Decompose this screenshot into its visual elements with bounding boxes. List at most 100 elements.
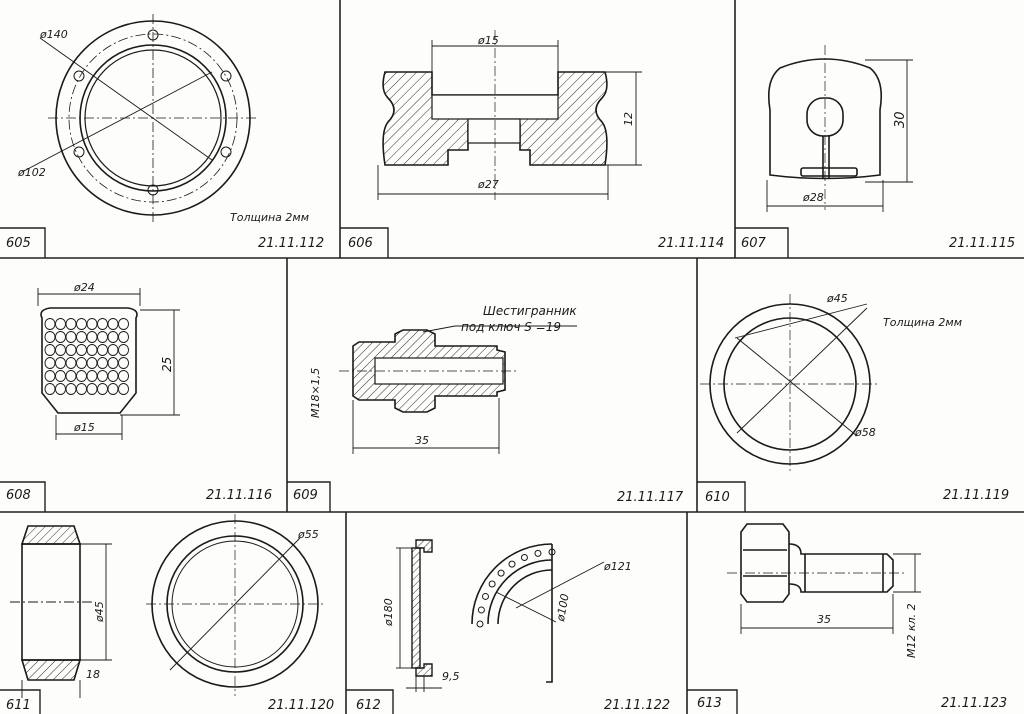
- knurl-loop: [55, 370, 66, 382]
- knurl-loop: [76, 331, 87, 343]
- knurl-loop: [44, 331, 56, 343]
- knurl-loop: [107, 318, 119, 330]
- knurl-loop: [76, 357, 87, 369]
- dim-bottom-diameter: ø15: [74, 421, 95, 434]
- dim-length: 35: [415, 434, 429, 447]
- panel-number: 613: [697, 696, 722, 711]
- knurl-loop: [55, 331, 66, 343]
- knurl-loop: [65, 344, 77, 356]
- hex-note-line1: Шестигранник: [483, 304, 577, 318]
- knurl-loop: [65, 383, 77, 395]
- mounting-hole: [548, 548, 556, 556]
- panel-number: 611: [6, 698, 31, 713]
- thickness-note: Толщина 2мм: [230, 211, 310, 224]
- panel-number: 612: [356, 698, 381, 713]
- knurl-loop: [118, 370, 129, 382]
- dim-thickness: 18: [86, 668, 100, 681]
- knurl-loop: [97, 357, 108, 369]
- knurl-loop: [107, 357, 119, 369]
- threaded-fitting-drawing: [339, 325, 577, 454]
- knurl-loop: [44, 344, 56, 356]
- dim-diameter: ø45: [93, 601, 106, 622]
- dim-outer-diameter: ø140: [40, 28, 68, 41]
- dim-width: ø28: [803, 191, 824, 204]
- knurl-loop: [44, 357, 56, 369]
- knurl-loop: [86, 383, 98, 395]
- knurl-loop: [97, 331, 108, 343]
- knurl-loop: [76, 383, 87, 395]
- part-code: 21.11.116: [206, 488, 273, 503]
- knurl-loop: [55, 357, 66, 369]
- mounting-hole: [534, 549, 542, 557]
- dim-outer-diameter: ø58: [855, 426, 876, 439]
- panel-607: 30 ø28 607 21.11.115: [735, 0, 1024, 258]
- knurl-loop: [55, 318, 66, 330]
- dim-thickness: 9,5: [442, 670, 460, 683]
- knob-drawing: [766, 45, 913, 212]
- seal-cover-drawing: [396, 539, 605, 692]
- knurl-loop: [118, 383, 129, 395]
- knurl-loop: [76, 370, 87, 382]
- panel-number: 608: [6, 488, 31, 503]
- knurled-knob-drawing: [37, 288, 180, 440]
- panel-number: 605: [6, 236, 31, 251]
- panel-number: 609: [293, 488, 318, 503]
- thickness-note: Толщина 2мм: [883, 316, 963, 329]
- dim-height: 12: [622, 112, 635, 126]
- part-code: 21.11.120: [268, 698, 335, 713]
- dim-height: 25: [160, 356, 174, 372]
- dim-outer-diameter: ø55: [298, 528, 319, 541]
- knurl-loop: [86, 318, 98, 330]
- dim-inner-diameter: ø45: [827, 292, 848, 305]
- part-code: 21.11.117: [617, 490, 684, 505]
- mounting-hole: [497, 569, 505, 577]
- panel-612: ø180 ø121 ø100 9,5 612 21.11.122: [346, 512, 687, 714]
- dim-height: ø180: [382, 598, 395, 626]
- panel-608: ø24 25 ø15 608 21.11.116: [0, 258, 287, 512]
- part-code: 21.11.112: [258, 236, 325, 251]
- mounting-hole: [508, 560, 516, 568]
- bolt-drawing: [727, 523, 921, 634]
- knurl-loop: [55, 344, 66, 356]
- knurl-loop: [97, 370, 108, 382]
- panel-610: ø45 ø58 Толщина 2мм 610 21.11.119: [697, 258, 1024, 512]
- nut-ring-drawing: [10, 514, 326, 698]
- washer-drawing: [700, 294, 880, 474]
- knurl-loop: [86, 331, 98, 343]
- knurl-loop: [76, 318, 87, 330]
- knurl-loop: [97, 344, 108, 356]
- dim-height: 30: [893, 111, 908, 128]
- knurl-loop: [65, 331, 77, 343]
- knurl-loop: [97, 318, 108, 330]
- knurl-loop: [86, 370, 98, 382]
- knurl-loop: [44, 383, 56, 395]
- panel-605: ø140 ø102 Толщина 2мм 605 21.11.112: [0, 0, 340, 258]
- dim-thread: M18×1,5: [309, 367, 322, 418]
- panel-611: ø45 ø55 18 611 21.11.120: [0, 512, 346, 714]
- knurl-loop: [107, 331, 119, 343]
- panel-609: Шестигранник под ключ S =19 M18×1,5 35 6…: [287, 258, 697, 512]
- flange-ring-drawing: [21, 14, 258, 222]
- dim-outer-diameter: ø121: [604, 560, 632, 573]
- knurl-loop: [107, 344, 119, 356]
- hex-note-line2: под ключ S =19: [461, 320, 561, 334]
- knurl-loop: [86, 357, 98, 369]
- panel-606: ø15 12 ø27 606 21.11.114: [340, 0, 735, 258]
- grooved-bushing-drawing: [377, 30, 642, 200]
- part-code: 21.11.114: [658, 236, 725, 251]
- knurl-loop: [118, 357, 129, 369]
- knurl-loop: [118, 331, 129, 343]
- panel-613: 35 M12 кл. 2 613 21.11.123: [687, 512, 1024, 714]
- part-code: 21.11.115: [949, 236, 1016, 251]
- dim-top-diameter: ø15: [478, 34, 499, 47]
- dim-thread: M12 кл. 2: [905, 603, 918, 658]
- knurl-loop: [86, 344, 98, 356]
- mounting-hole: [476, 620, 484, 628]
- dim-length: 35: [817, 613, 831, 626]
- knurl-loop: [107, 383, 119, 395]
- mounting-hole: [481, 592, 489, 600]
- knurl-loop: [118, 344, 129, 356]
- dim-bottom-diameter: ø27: [478, 178, 499, 191]
